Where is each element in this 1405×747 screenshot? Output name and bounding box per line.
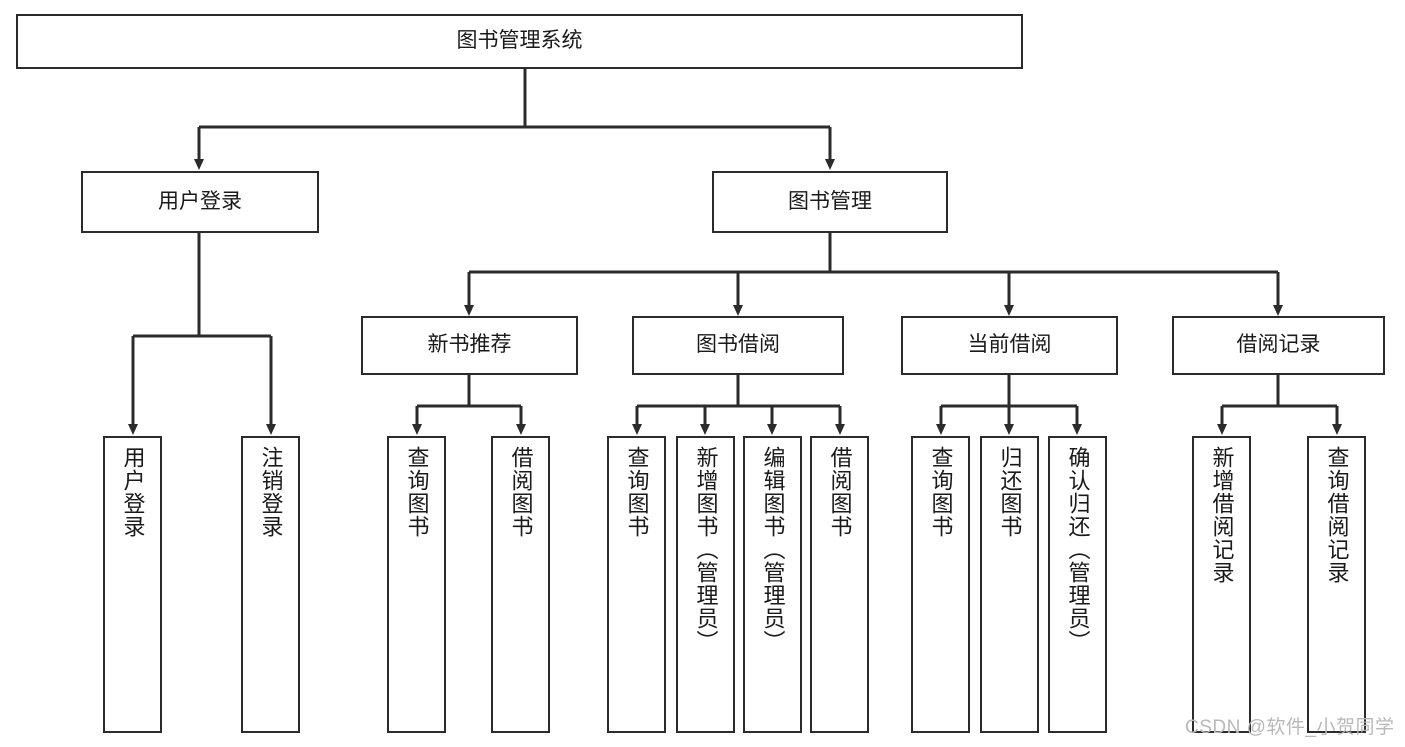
node-label: 新书推荐 [427,333,512,357]
node-label: 查询图书 [624,446,650,538]
csdn-watermark: CSDN @软件_小贺同学 [1185,717,1395,738]
node-label: 借阅图书 [827,446,853,538]
node-label: 查询图书 [404,446,430,538]
leaf-add-book-admin[interactable]: 新增图书（管理员） [676,436,735,733]
node-label: 归还图书 [997,446,1023,538]
leaf-logout[interactable]: 注销登录 [241,436,300,733]
leaf-query-book-borrow[interactable]: 查询图书 [607,436,666,733]
leaf-return-book[interactable]: 归还图书 [980,436,1039,733]
node-book-borrow[interactable]: 图书借阅 [632,316,844,375]
node-borrow-records[interactable]: 借阅记录 [1172,316,1385,375]
node-label: 用户登录 [120,446,146,538]
node-label: 用户登录 [158,189,242,213]
leaf-query-book-newbook[interactable]: 查询图书 [387,436,446,733]
leaf-user-login[interactable]: 用户登录 [103,436,162,733]
leaf-confirm-return-admin[interactable]: 确认归还（管理员） [1048,436,1107,733]
leaf-query-borrow-record[interactable]: 查询借阅记录 [1307,436,1366,733]
node-label: 当前借阅 [967,333,1052,357]
node-new-book-recommend[interactable]: 新书推荐 [361,316,578,375]
node-label: 注销登录 [258,446,284,538]
node-root-system[interactable]: 图书管理系统 [16,14,1023,69]
node-current-borrow[interactable]: 当前借阅 [901,316,1118,375]
node-label: 新增图书（管理员） [693,446,719,653]
node-label: 借阅图书 [508,446,534,538]
node-label: 确认归还（管理员） [1065,446,1091,653]
node-label: 图书借阅 [696,333,780,357]
node-label: 编辑图书（管理员） [760,446,786,653]
leaf-edit-book-admin[interactable]: 编辑图书（管理员） [743,436,802,733]
leaf-borrow-book[interactable]: 借阅图书 [810,436,869,733]
node-book-management[interactable]: 图书管理 [712,171,948,233]
node-label: 查询图书 [928,446,954,538]
leaf-query-book-current[interactable]: 查询图书 [911,436,970,733]
leaf-add-borrow-record[interactable]: 新增借阅记录 [1192,436,1251,733]
node-label: 借阅记录 [1236,333,1321,357]
node-user-login[interactable]: 用户登录 [81,171,319,233]
node-label: 新增借阅记录 [1209,446,1235,584]
node-label: 图书管理 [788,189,872,213]
node-label: 查询借阅记录 [1324,446,1350,584]
leaf-borrow-book-newbook[interactable]: 借阅图书 [491,436,550,733]
node-label: 图书管理系统 [456,29,583,53]
